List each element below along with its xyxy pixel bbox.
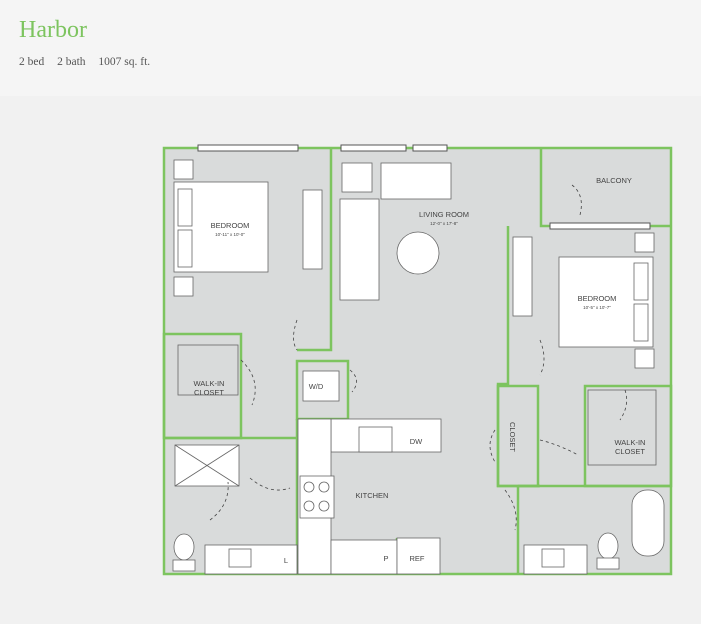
refrigerator xyxy=(396,537,441,575)
pillow-left-2 xyxy=(177,229,193,268)
label-balcony: BALCONY xyxy=(596,176,632,185)
dresser-left xyxy=(302,189,323,270)
label-walkin-right-2: CLOSET xyxy=(615,447,645,456)
label-living-room: LIVING ROOM xyxy=(419,210,469,219)
dresser-right xyxy=(512,236,533,317)
door-walkin-right xyxy=(619,389,628,421)
chair-living xyxy=(341,162,373,193)
pillow-right-2 xyxy=(633,303,649,342)
toilet-left-tank xyxy=(172,559,196,572)
toilet-left xyxy=(173,533,195,561)
door-closet xyxy=(489,429,496,463)
door-wd xyxy=(349,369,357,393)
windows xyxy=(197,144,651,230)
kitchen-sink xyxy=(358,426,393,453)
window-living-1 xyxy=(340,144,407,152)
dims-bedroom-left: 10'-11" x 10'-0" xyxy=(215,232,245,237)
doors xyxy=(209,184,628,531)
kitchen-counter-bottom xyxy=(330,539,398,575)
label-ref: REF xyxy=(410,554,425,563)
nightstand-top-right xyxy=(634,232,655,253)
label-walkin-left-2: CLOSET xyxy=(194,388,224,397)
window-living-2 xyxy=(412,144,448,152)
door-balcony xyxy=(571,184,582,216)
label-dw: DW xyxy=(410,437,423,446)
unit-specs: 2 bed 2 bath 1007 sq. ft. xyxy=(19,56,160,68)
stove xyxy=(299,475,335,519)
burner-4 xyxy=(318,500,330,512)
sink-left xyxy=(228,548,252,568)
tub-right xyxy=(631,489,665,557)
label-walkin-right-1: WALK-IN xyxy=(615,438,646,447)
walkin-right-floor xyxy=(587,389,657,466)
bath-count: 2 bath xyxy=(57,56,86,68)
label-pantry: P xyxy=(383,554,388,563)
door-closet-2 xyxy=(539,439,579,456)
burner-2 xyxy=(318,481,330,493)
sofa-left xyxy=(339,198,380,301)
nightstand-bottom-right xyxy=(634,348,655,369)
walkin-left-floor xyxy=(177,344,239,396)
toilet-right xyxy=(597,532,619,560)
room-labels: BEDROOM 10'-11" x 10'-0" LIVING ROOM 12'… xyxy=(194,176,646,565)
unit-header: Harbor 2 bed 2 bath 1007 sq. ft. xyxy=(0,0,701,96)
window-bedroom-right xyxy=(549,222,651,230)
bedroom-left-wall xyxy=(297,148,333,352)
door-bedroom-right xyxy=(539,339,545,376)
label-walkin-left-1: WALK-IN xyxy=(194,379,225,388)
nightstand-top-left xyxy=(173,159,194,180)
sofa-top xyxy=(380,162,452,200)
sink-right xyxy=(541,548,565,568)
label-kitchen: KITCHEN xyxy=(356,491,389,500)
square-footage: 1007 sq. ft. xyxy=(98,56,151,68)
window-bedroom-left xyxy=(197,144,299,152)
bath-right-wall xyxy=(516,484,671,574)
shower-x-2 xyxy=(174,444,240,487)
bed-count: 2 bed xyxy=(19,56,45,68)
pillow-right-1 xyxy=(633,262,649,301)
label-wd: W/D xyxy=(309,382,324,391)
furniture xyxy=(172,159,665,575)
burner-3 xyxy=(303,500,315,512)
washer-dryer xyxy=(302,370,340,402)
label-bedroom-left: BEDROOM xyxy=(211,221,250,230)
table-living xyxy=(396,231,440,275)
label-closet: CLOSET xyxy=(508,422,517,452)
label-linen: L xyxy=(284,556,288,565)
pillow-left-1 xyxy=(177,188,193,227)
door-walkin-left xyxy=(240,359,256,406)
dims-bedroom-right: 10'-5" x 10'-7" xyxy=(583,305,611,310)
label-bedroom-right: BEDROOM xyxy=(578,294,617,303)
dims-living-room: 12'-0" x 17'-8" xyxy=(430,221,458,226)
toilet-right-tank xyxy=(596,557,620,570)
burner-1 xyxy=(303,481,315,493)
nightstand-bottom-left xyxy=(173,276,194,297)
unit-title: Harbor xyxy=(19,17,87,43)
